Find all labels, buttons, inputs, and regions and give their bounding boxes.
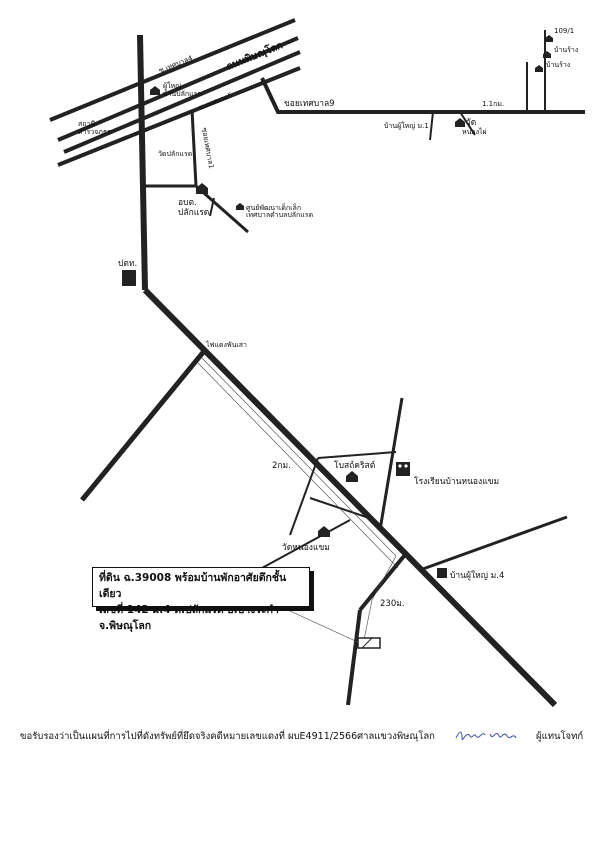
label-post-office: ปตท.: [118, 259, 137, 269]
main-highway: [49, 18, 301, 167]
label-left-building: สถานี: [78, 120, 95, 128]
label-moo-house-sub: บ้านปลักแรด: [163, 90, 202, 98]
label-dist-230: 230ม.: [380, 599, 405, 609]
label-child-center-sub: เทศบาลตำบลปลักแรด: [246, 211, 313, 219]
label-house-109: 109/1: [554, 27, 574, 35]
label-obt-sub: ปลักแรด: [178, 208, 209, 218]
label-moo-house: ผู้ใหญ่: [163, 81, 181, 90]
label-school: โรงเรียนบ้านหนองแขม: [414, 476, 499, 487]
target-plot-marker: [357, 637, 381, 649]
label-obt: อบต.: [178, 198, 197, 208]
label-dist-1-1: 1.1กม.: [482, 100, 504, 108]
label-left-building-sub: ตำรวจภูธร: [78, 128, 111, 136]
property-info-line2: เลขที่ 142 ม.4 ต.ปลักแรด อ.บางระกำ จ.พิษ…: [99, 604, 279, 632]
post-office-marker: [122, 270, 136, 286]
label-child-center: ศูนย์พัฒนาเด็กเล็ก: [246, 203, 301, 212]
label-headman-moo4: บ้านผู้ใหญ่ ม.4: [450, 570, 504, 581]
label-wat-nongphai-2: หนองไผ่: [462, 127, 487, 136]
label-soi-tesaban9: ขอยเทศบาล9: [284, 99, 335, 109]
label-wat-nongphai: วัด: [466, 118, 476, 128]
side-roads-south: [80, 348, 568, 706]
label-shop2: บ้านร้าง: [546, 61, 570, 69]
signature: [455, 731, 517, 740]
certification-footer: ขอรับรองว่าเป็นแผนที่การไปที่ดังทรัพย์ที…: [20, 724, 595, 748]
label-headman-moo1: บ้านผู้ใหญ่ ม.1: [384, 121, 429, 130]
label-soi-tesaban1: ซอยเทศบาล1: [200, 127, 215, 169]
soi-tesaban9-road: [260, 30, 585, 141]
label-wat-plakraed: วัดปลักแรด: [158, 150, 192, 158]
temple-icon: [150, 35, 553, 537]
property-info-line1: ที่ดิน ฉ.39008 พร้อมบ้านพักอาศัยตึกชั้นเ…: [99, 572, 287, 600]
label-dist-2km: 2กม.: [272, 461, 291, 471]
headman-moo4-marker: [437, 568, 447, 578]
property-info-box: ที่ดิน ฉ.39008 พร้อมบ้านพักอาศัยตึกชั้นเ…: [92, 567, 310, 632]
label-church: โบสถ์คริสต์: [334, 460, 375, 471]
role-text: ผู้แทนโจทก์: [536, 731, 584, 742]
certification-text: ขอรับรองว่าเป็นแผนที่การไปที่ดังทรัพย์ที…: [20, 731, 435, 742]
label-shop1: บ้านร้าง: [554, 46, 578, 54]
label-wat-nongkhaem: วัดหนองแขม: [282, 543, 330, 553]
target-plot-hatch: [361, 637, 373, 649]
school-icon: [396, 462, 410, 476]
side-roads-north: [145, 109, 249, 234]
label-traffic-light: ไฟแดงพันเสา: [205, 340, 247, 349]
vertical-main-road: [137, 34, 558, 708]
